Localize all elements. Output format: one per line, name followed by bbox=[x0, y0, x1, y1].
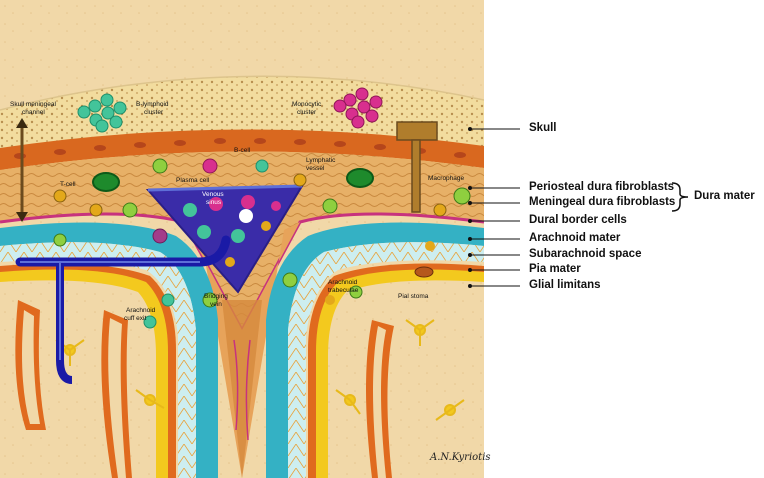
bridging-label-2: vein bbox=[210, 301, 222, 308]
macrophage-label: Macrophage bbox=[428, 175, 465, 182]
sinus-cells bbox=[183, 195, 281, 267]
periosteal-layer bbox=[0, 129, 484, 170]
cuff-label-1: Arachnoid bbox=[126, 307, 156, 314]
dura-bracket bbox=[671, 182, 689, 212]
mono-cluster-label-1: Monocytic bbox=[292, 101, 322, 108]
monocytic-cluster bbox=[333, 87, 383, 129]
trab-label-1: Arachnoid bbox=[328, 279, 358, 286]
label-meningeal: Meningeal dura fibroblasts bbox=[529, 196, 676, 208]
pial-stoma-label: Pial stoma bbox=[398, 293, 429, 300]
label-dura-mater: Dura mater bbox=[694, 190, 755, 202]
subarachnoid-cells bbox=[53, 233, 435, 329]
b-cell-label: B-cell bbox=[234, 147, 251, 154]
b-lymphoid-cluster bbox=[77, 93, 127, 133]
venous-label-2: sinus bbox=[206, 199, 222, 206]
label-periosteal: Periosteal dura fibroblasts bbox=[529, 181, 675, 193]
bridging-label-1: Bridging bbox=[204, 293, 228, 300]
label-skull: Skull bbox=[529, 122, 557, 134]
arachnoid-right bbox=[266, 222, 484, 478]
label-dural-border: Dural border cells bbox=[529, 214, 627, 226]
pial-stoma bbox=[414, 266, 434, 278]
arachnoid-left bbox=[0, 222, 218, 478]
artist-signature: A.N.Kyriotis bbox=[430, 452, 491, 463]
lymphatic-vessel-left bbox=[92, 172, 120, 192]
dura-immune-cells bbox=[53, 158, 471, 244]
cuff-label-2: cuff exit bbox=[124, 315, 146, 322]
astrocytes bbox=[55, 319, 465, 421]
lymph-label-2: vessel bbox=[306, 165, 325, 172]
b-cluster-label-2: cluster bbox=[144, 109, 164, 116]
b-cluster-label-1: B-lymphoid bbox=[136, 101, 169, 108]
venous-label-1: Venous bbox=[202, 191, 224, 198]
label-glial-limitans: Glial limitans bbox=[529, 279, 601, 291]
t-cell-label: T-cell bbox=[60, 181, 76, 188]
lymphatic-vessel-right bbox=[346, 168, 374, 188]
trab-label-2: trabeculae bbox=[328, 287, 359, 294]
plasma-cell-label: Plasma cell bbox=[176, 177, 210, 184]
skull-channel-right bbox=[396, 121, 438, 141]
leader-lines bbox=[468, 127, 520, 288]
skull-channel-label-2: channel bbox=[22, 109, 45, 116]
label-pia-mater: Pia mater bbox=[529, 263, 581, 275]
label-arachnoid-mater: Arachnoid mater bbox=[529, 232, 621, 244]
label-subarachnoid-space: Subarachnoid space bbox=[529, 248, 642, 260]
mono-cluster-label-2: cluster bbox=[297, 109, 317, 116]
skull-channel-label-1: Skull meningeal bbox=[10, 101, 56, 108]
lymph-label-1: Lymphatic bbox=[306, 157, 336, 164]
bridging-vein bbox=[15, 235, 231, 267]
